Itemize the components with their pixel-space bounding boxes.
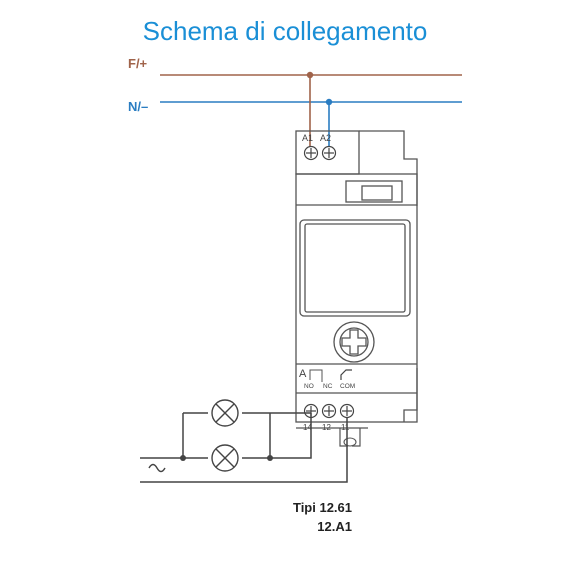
relay-module <box>295 130 418 429</box>
module-letter: A <box>299 368 307 380</box>
diagram-title: Schema di collegamento <box>143 16 428 46</box>
selector-knob <box>333 321 375 363</box>
wire-com-return <box>140 418 348 483</box>
contact-com-label: COM <box>340 383 355 390</box>
knob-cross-icon <box>341 329 367 355</box>
terminal-12-screw <box>321 403 337 419</box>
relay-bracket <box>309 369 323 382</box>
wire-bus-to-14 <box>270 418 312 459</box>
terminal-a1-label: A1 <box>302 133 313 143</box>
neutral-label: N/– <box>128 99 148 114</box>
terminal-a1-screw <box>303 145 319 161</box>
load-wiring <box>140 412 348 483</box>
contact-switch-icon <box>340 369 352 380</box>
label-window-inner <box>361 185 393 201</box>
lamp-right-junction-dot <box>267 455 273 461</box>
din-clip <box>339 428 361 447</box>
right-rail-step-bottom <box>403 368 418 422</box>
model-caption-line1: Tipi 12.61 <box>293 500 352 515</box>
knob-inner-ring <box>339 327 369 357</box>
label-window <box>345 180 403 203</box>
model-caption-line2: 12.A1 <box>317 519 352 534</box>
lamp-1-icon <box>211 399 239 427</box>
lamp-left-junction-dot <box>180 455 186 461</box>
terminal-a2-screw <box>321 145 337 161</box>
right-rail-step-top <box>359 130 418 206</box>
din-clip-eye <box>343 437 357 447</box>
display-screen <box>304 223 406 313</box>
contact-nc-label: NC <box>323 383 333 390</box>
terminal-12-label: 12 <box>322 423 331 432</box>
lamp-2-icon <box>211 444 239 472</box>
display-bezel <box>299 219 411 317</box>
terminal-14-label: 14 <box>303 423 312 432</box>
terminal-11-screw <box>339 403 355 419</box>
contact-no-label: NO <box>304 383 314 390</box>
terminal-a2-label: A2 <box>320 133 331 143</box>
terminal-11-label: 11 <box>341 423 350 432</box>
phase-label: F/+ <box>128 56 148 71</box>
main-housing <box>295 173 418 423</box>
knob-outer-ring <box>333 321 375 363</box>
ac-source-icon <box>148 463 166 473</box>
